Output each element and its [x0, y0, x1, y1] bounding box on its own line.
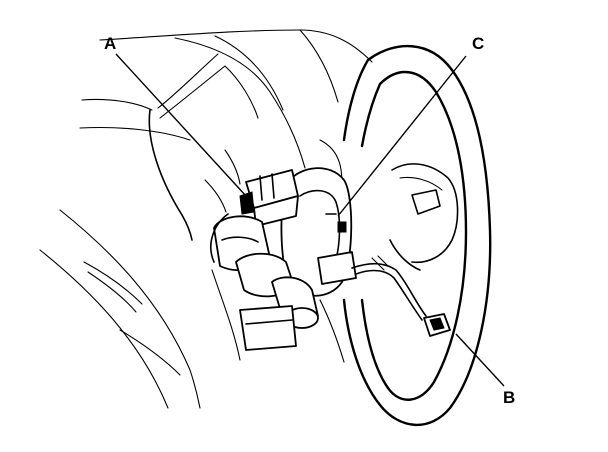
steering-wheel [342, 44, 492, 427]
leader-line-b [455, 333, 505, 387]
callout-label-c: C [472, 34, 484, 53]
combination-switch-assembly [210, 167, 451, 351]
leader-line-c [337, 55, 467, 217]
leader-lines [115, 53, 505, 387]
callout-label-b: B [503, 388, 515, 407]
callout-label-a: A [104, 34, 116, 53]
dashboard-outline [39, 29, 373, 409]
leader-line-a [115, 53, 247, 197]
